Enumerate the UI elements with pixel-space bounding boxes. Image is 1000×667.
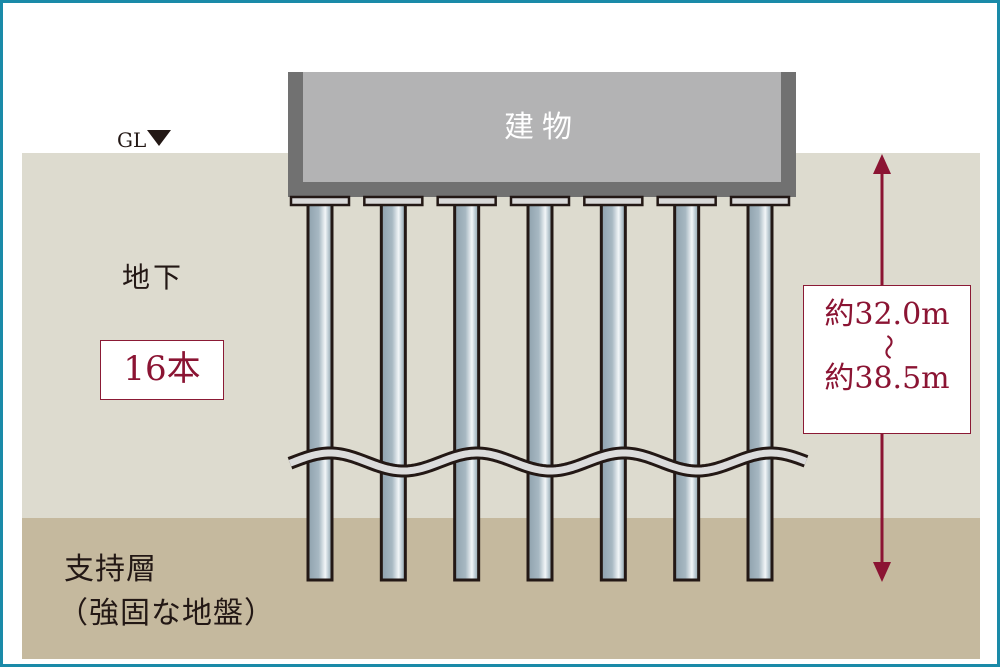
pile-shaft: [599, 200, 627, 582]
pile-shaft: [746, 200, 774, 582]
pile-count-badge: 16本: [100, 340, 224, 400]
pile: [509, 195, 571, 582]
pile: [583, 195, 644, 582]
pile-cap: [656, 195, 717, 207]
pile-shaft: [453, 200, 481, 582]
pile-length-box: 約32.0m ～ 約38.5m: [803, 285, 971, 434]
pile: [656, 195, 717, 582]
break-line: [287, 446, 809, 478]
bearing-layer-subtitle: （強固な地盤）: [58, 596, 275, 631]
bearing-layer-title: 支持層: [64, 552, 157, 587]
pile-cap: [363, 195, 424, 207]
range-separator: ～: [872, 333, 902, 360]
pile-cap: [436, 195, 497, 207]
pile-shaft: [306, 200, 334, 582]
pile-length-min: 約32.0m: [824, 297, 950, 332]
pile: [363, 195, 424, 582]
pile-cap: [583, 195, 644, 207]
building: [288, 72, 796, 197]
arrow-down-icon: [873, 562, 891, 582]
gl-text: GL: [117, 128, 147, 152]
pile-shaft: [379, 200, 407, 582]
pile-shaft: [673, 200, 701, 582]
pile: [289, 195, 351, 582]
pile: [729, 195, 791, 582]
pile-length-max: 約38.5m: [824, 361, 950, 396]
piles: [289, 195, 791, 582]
pile-cap: [729, 195, 791, 207]
bearing-layer: [22, 518, 980, 659]
pile-shaft: [526, 200, 554, 582]
arrow-up-icon: [873, 154, 891, 174]
pile-cap: [289, 195, 351, 207]
ground-level-label: GL: [117, 128, 172, 152]
building-label: 建物: [504, 110, 580, 145]
underground-label: 地下: [122, 261, 185, 294]
bearing-layer-label: 支持層 （強固な地盤）: [58, 548, 275, 636]
down-triangle-icon: [147, 130, 172, 146]
pile-cap: [509, 195, 571, 207]
pile: [436, 195, 497, 582]
